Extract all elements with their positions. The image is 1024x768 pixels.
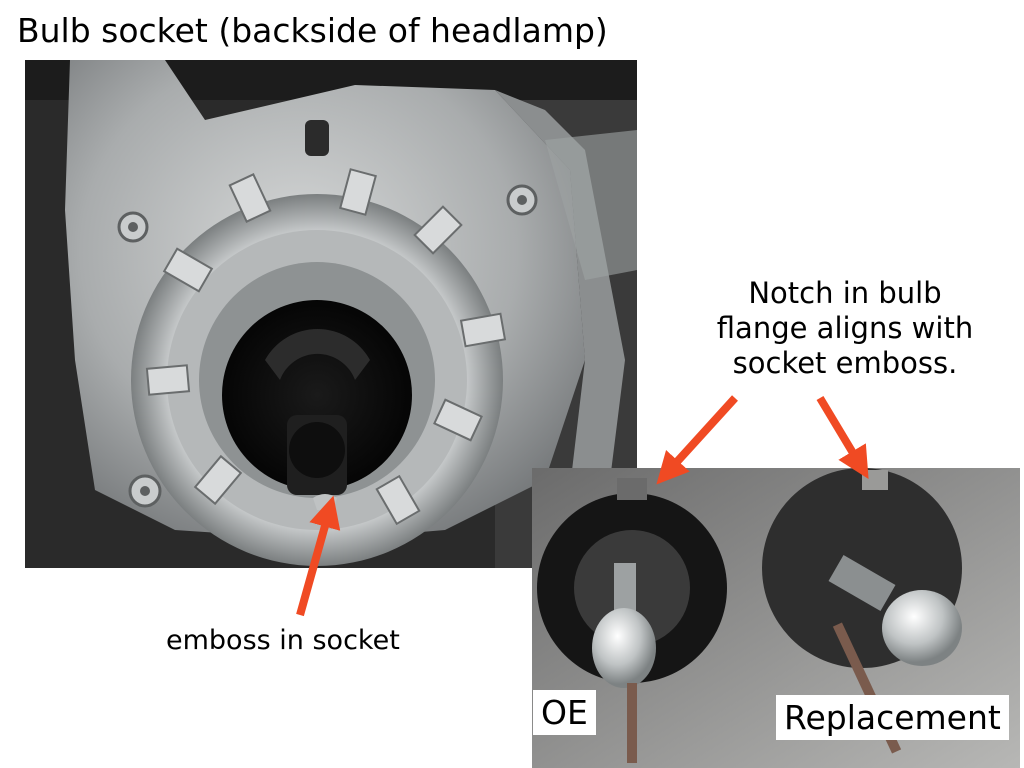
oe-label: OE [533,690,596,735]
notch-caption: Notch in bulb flange aligns with socket … [716,276,974,380]
slide-title: Bulb socket (backside of headlamp) [17,11,608,50]
emboss-caption: emboss in socket [166,625,400,656]
socket-photo [25,60,637,568]
replacement-label: Replacement [776,695,1009,740]
oe-notch-arrow [656,395,738,485]
replacement-notch-arrow [816,395,869,479]
